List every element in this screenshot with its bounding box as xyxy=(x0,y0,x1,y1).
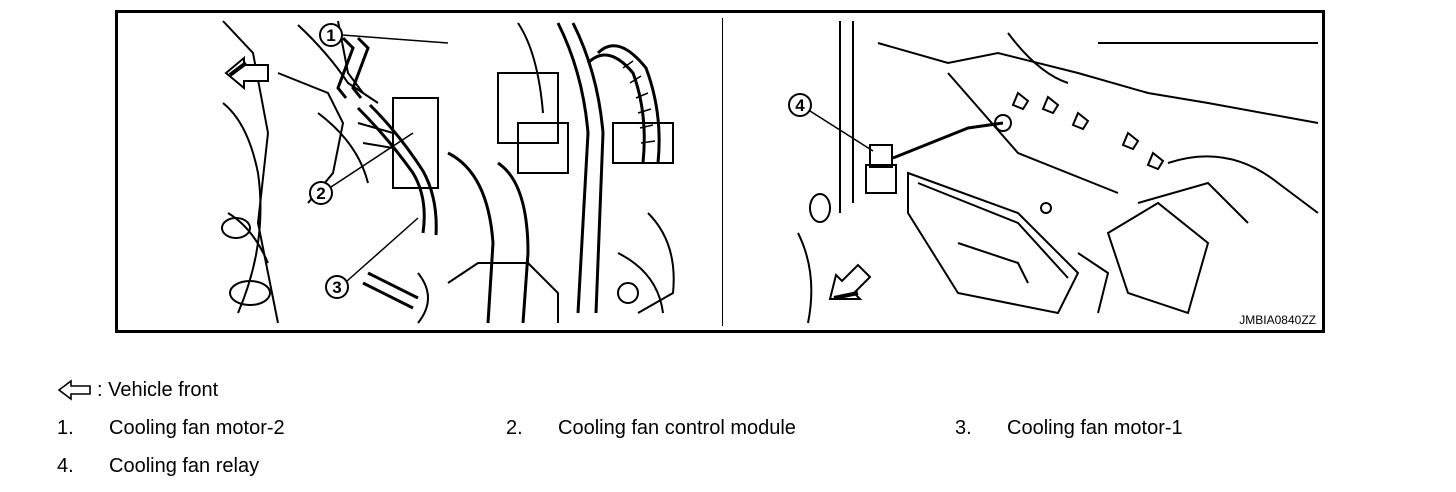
callout-4: 4 xyxy=(788,93,874,152)
figure-id: JMBIA0840ZZ xyxy=(1239,313,1316,327)
legend-front-text: : Vehicle front xyxy=(97,378,219,401)
outline-arrow-left-icon xyxy=(57,379,91,401)
part-name: Cooling fan motor-1 xyxy=(1007,417,1183,439)
panel-divider xyxy=(722,18,723,326)
callout-1: 1 xyxy=(319,23,449,47)
svg-text:4: 4 xyxy=(795,96,805,115)
callout-3: 3 xyxy=(325,217,419,299)
callout-2: 2 xyxy=(309,132,414,205)
part-number: 3. xyxy=(955,417,972,439)
engine-bay-illustration: 1 2 3 xyxy=(221,20,1319,324)
part-name: Cooling fan relay xyxy=(109,455,260,477)
svg-text:2: 2 xyxy=(316,184,325,203)
legend-vehicle-front: : Vehicle front xyxy=(57,376,218,404)
left-panel-drawing xyxy=(221,20,675,324)
part-number: 2. xyxy=(506,417,523,439)
part-number: 4. xyxy=(57,455,74,477)
front-arrow-right-panel-icon xyxy=(828,263,872,300)
illustration-frame: 1 2 3 xyxy=(115,10,1325,333)
part-name: Cooling fan motor-2 xyxy=(109,417,285,439)
right-panel-drawing xyxy=(797,21,1319,324)
svg-text:1: 1 xyxy=(326,26,335,45)
part-number: 1. xyxy=(57,417,74,439)
part-name: Cooling fan control module xyxy=(558,417,796,439)
front-arrow-left-panel-icon xyxy=(224,55,269,91)
svg-text:3: 3 xyxy=(332,278,341,297)
